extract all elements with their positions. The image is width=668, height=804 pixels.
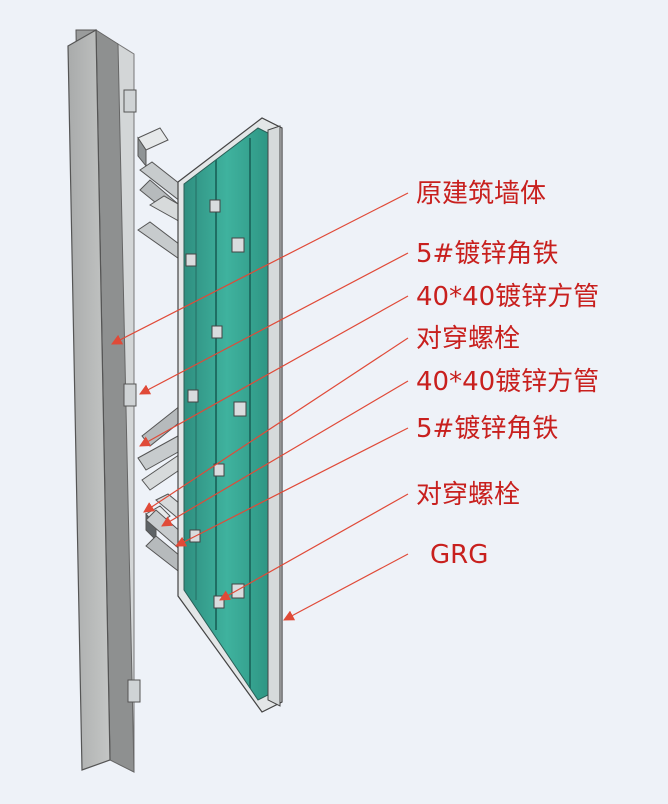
wall-bracket [123, 89, 141, 703]
leader-bolt-1 [143, 337, 409, 513]
label-wall: 原建筑墙体 [416, 179, 546, 209]
leader-grg [283, 553, 409, 621]
leader-wall [111, 192, 409, 345]
grg-panel [177, 117, 283, 713]
label-tube-1: 40*40镀锌方管 [416, 282, 599, 312]
labels: 原建筑墙体 5#镀锌角铁 40*40镀锌方管 对穿螺栓 40*40镀锌方管 5#… [416, 179, 599, 570]
leader-lines [111, 192, 409, 621]
label-angle-2: 5#镀锌角铁 [416, 414, 558, 444]
leader-tube-2 [161, 380, 409, 527]
leader-bolt-2 [219, 493, 409, 601]
leader-angle-2 [175, 427, 409, 547]
building-wall [67, 28, 135, 773]
label-angle-1: 5#镀锌角铁 [416, 239, 558, 269]
leader-angle-1 [139, 252, 409, 395]
label-grg: GRG [430, 540, 488, 570]
label-tube-2: 40*40镀锌方管 [416, 367, 599, 397]
label-bolt-1: 对穿螺栓 [416, 324, 520, 354]
leader-tube-1 [139, 295, 409, 447]
label-bolt-2: 对穿螺栓 [416, 480, 520, 510]
